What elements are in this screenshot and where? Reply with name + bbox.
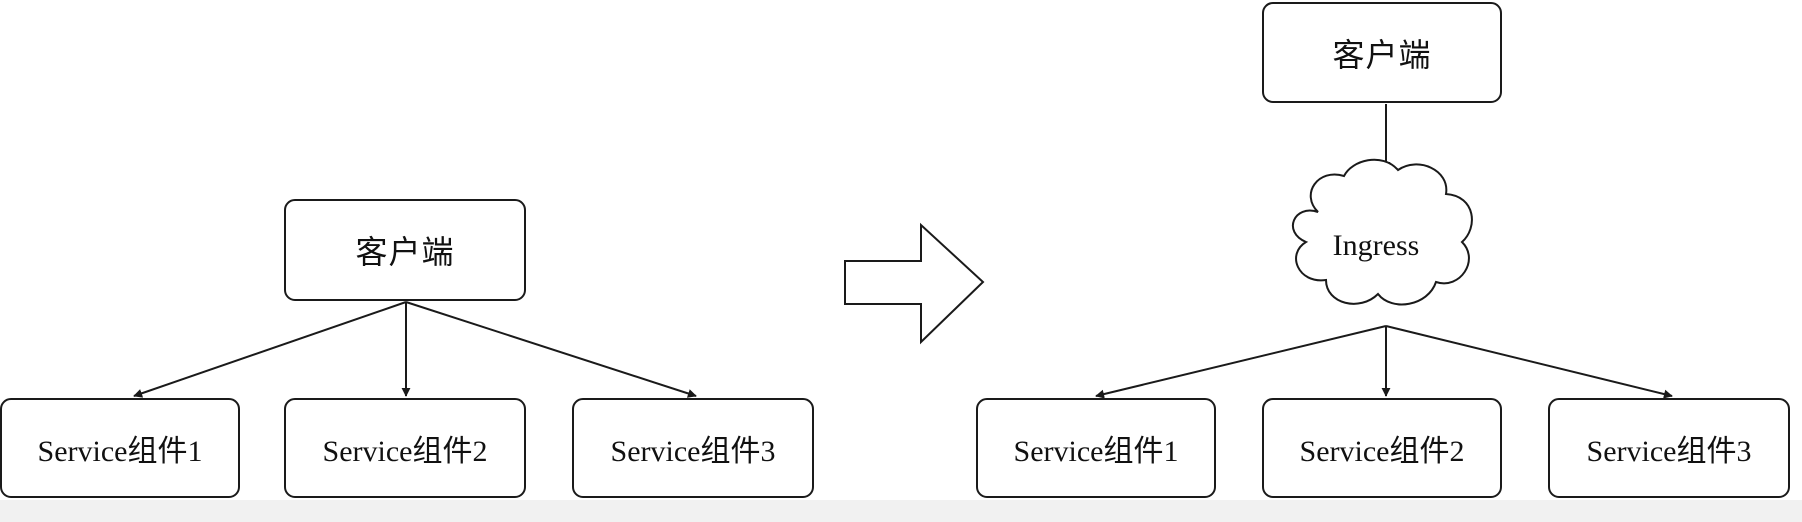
left-client-label: 客户端 [355, 234, 455, 270]
right-service-2-label: Service组件2 [1299, 435, 1465, 468]
right-service-1-box: Service组件1 [976, 398, 1216, 498]
left-service-3-box: Service组件3 [572, 398, 814, 498]
right-arrow-to-service-3 [1385, 325, 1673, 399]
left-service-3-label: Service组件3 [610, 435, 776, 468]
ingress-cloud-shape [1291, 158, 1473, 306]
ingress-label: Ingress [1332, 229, 1420, 262]
left-arrow-to-service-1 [133, 301, 407, 398]
right-service-3-box: Service组件3 [1548, 398, 1790, 498]
left-client-box: 客户端 [284, 199, 526, 301]
right-client-label: 客户端 [1332, 36, 1432, 73]
transition-arrow-icon [844, 222, 985, 345]
right-service-3-label: Service组件3 [1586, 435, 1752, 468]
right-arrow-to-service-1 [1095, 325, 1387, 399]
left-arrow-to-service-3 [405, 301, 697, 398]
right-service-1-label: Service组件1 [1013, 435, 1179, 468]
right-service-2-box: Service组件2 [1262, 398, 1502, 498]
left-service-1-label: Service组件1 [37, 435, 203, 468]
left-service-2-label: Service组件2 [322, 435, 488, 468]
left-service-2-box: Service组件2 [284, 398, 526, 498]
left-service-1-box: Service组件1 [0, 398, 240, 498]
right-client-box: 客户端 [1262, 2, 1502, 103]
